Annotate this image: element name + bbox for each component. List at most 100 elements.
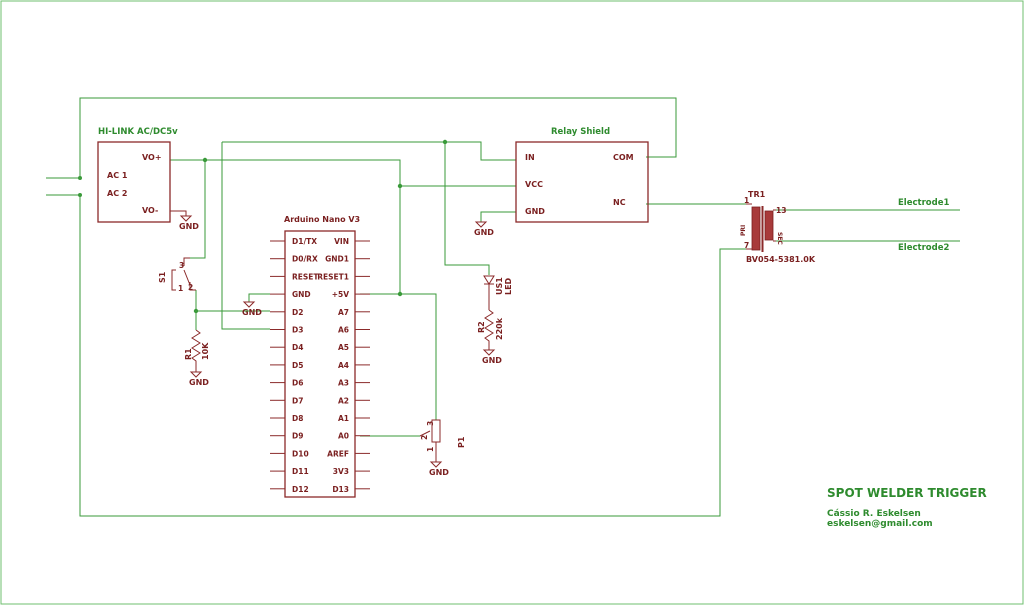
hilink-pin-vo-plus: VO+ <box>142 153 162 162</box>
tr1-part: BV054-5381.0K <box>746 255 816 264</box>
title-block-author: Cássio R. Eskelsen <box>827 509 921 519</box>
hilink-pin-ac1: AC 1 <box>107 171 128 180</box>
arduino-left-pin: D6 <box>292 379 303 388</box>
tr1-pin-1: 1 <box>744 196 749 205</box>
ground-label: GND <box>189 378 209 387</box>
arduino-left-pin: D5 <box>292 361 303 370</box>
hilink-pin-ac2: AC 2 <box>107 189 127 198</box>
arduino-nano: Arduino Nano V3 D1/TX D0/RX RESET GND D2D3D4… <box>270 215 370 498</box>
net-electrode2: Electrode2 <box>898 243 949 253</box>
relay-pin-vcc: VCC <box>525 180 543 189</box>
arduino-right-pin: VIN <box>334 237 349 246</box>
p1-pin-3: 3 <box>426 421 435 426</box>
arduino-right-pin: A1 <box>338 414 349 423</box>
arduino-right-pin: D13 <box>332 485 349 494</box>
junction-dot <box>193 308 199 314</box>
ground-icon <box>242 301 256 308</box>
relay-pin-in: IN <box>525 153 535 162</box>
ground-label: GND <box>242 308 262 317</box>
arduino-left-pin: GND <box>292 290 311 299</box>
junction-dot <box>78 193 82 197</box>
r2-value: 220k <box>495 317 504 340</box>
ground-icon <box>474 221 488 228</box>
tr1-pin-13: 13 <box>776 206 786 215</box>
relay-pin-com: COM <box>613 153 634 162</box>
arduino-right-pin: +5V <box>332 290 350 299</box>
arduino-left-pin: D11 <box>292 467 309 476</box>
arduino-left-pin: D7 <box>292 396 303 405</box>
arduino-left-pin: D4 <box>292 343 303 352</box>
switch-s1: S1 3 1 2 <box>158 257 196 293</box>
ground-icon <box>189 371 203 378</box>
junction-dot <box>442 139 448 145</box>
s1-label: S1 <box>158 271 167 283</box>
tr1-name: TR1 <box>748 190 766 199</box>
arduino-left-pin: D3 <box>292 326 303 335</box>
tr1-pri: PRI <box>740 225 747 236</box>
arduino-left-pin: D9 <box>292 432 303 441</box>
title-block-title: SPOT WELDER TRIGGER <box>827 486 987 500</box>
ground-icon <box>482 349 496 356</box>
ground-icon <box>429 461 443 468</box>
s1-pin-2: 2 <box>188 283 193 292</box>
arduino-right-pin: A2 <box>338 396 349 405</box>
s1-pin-1: 1 <box>178 284 183 293</box>
arduino-left-pin: D1/TX <box>292 237 317 246</box>
arduino-right-pin: RESET1 <box>317 272 349 281</box>
hilink-label: HI-LINK AC/DC5v <box>98 127 178 137</box>
led-type: LED <box>504 277 513 295</box>
r1-name: R1 <box>184 348 193 360</box>
p1-pin-1: 1 <box>426 447 435 452</box>
ground-icon <box>179 215 193 222</box>
arduino-right-pin: 3V3 <box>333 467 349 476</box>
arduino-right-pin: A0 <box>338 432 349 441</box>
arduino-left-pin: D10 <box>292 449 309 458</box>
arduino-right-pin: AREF <box>327 449 349 458</box>
arduino-left-pin: D8 <box>292 414 303 423</box>
arduino-left-pin: D12 <box>292 485 309 494</box>
junction-dot <box>78 176 82 180</box>
p1-pin-2: 2 <box>420 435 429 440</box>
resistor-r2: R2 220k <box>477 309 504 350</box>
led-us1: US1 LED <box>483 275 513 310</box>
title-block-email: eskelsen@gmail.com <box>827 519 933 529</box>
led-name: US1 <box>495 277 504 295</box>
transformer-tr1: TR1 1 13 7 PRI SEC BV054-5381.0K <box>740 190 816 264</box>
arduino-right-pin: A5 <box>338 343 349 352</box>
arduino-right-pin: A4 <box>338 361 349 370</box>
arduino-label: Arduino Nano V3 <box>284 215 360 224</box>
arduino-left-pin: RESET <box>292 272 319 281</box>
net-electrode1: Electrode1 <box>898 198 949 208</box>
wires <box>46 97 960 517</box>
arduino-left-pin: D0/RX <box>292 255 318 264</box>
arduino-left-pin: D2 <box>292 308 303 317</box>
junction-dot <box>397 291 403 297</box>
relay-label: Relay Shield <box>551 127 610 137</box>
r1-value: 10K <box>201 342 210 360</box>
arduino-right-pin: GND1 <box>325 255 349 264</box>
ground-label: GND <box>474 228 494 237</box>
ground-label: GND <box>179 222 199 231</box>
tr1-pin-7: 7 <box>744 241 749 250</box>
relay-pin-gnd: GND <box>525 207 545 216</box>
ground-label: GND <box>429 468 449 477</box>
arduino-right-pin: A3 <box>338 379 349 388</box>
hilink-module: HI-LINK AC/DC5v AC 1 AC 2 VO+ VO- <box>97 127 187 223</box>
tr1-sec: SEC <box>776 232 783 245</box>
relay-shield: Relay Shield IN VCC GND COM NC <box>515 127 649 223</box>
r2-name: R2 <box>477 321 486 333</box>
arduino-right-pin: A7 <box>338 308 349 317</box>
ground-symbols: GND GND GND GND GND GND <box>179 215 502 477</box>
relay-pin-nc: NC <box>613 198 626 207</box>
resistor-r1: R1 10K <box>184 329 210 372</box>
ground-label: GND <box>482 356 502 365</box>
hilink-pin-vo-minus: VO- <box>142 206 158 215</box>
p1-name: P1 <box>457 436 466 448</box>
junction-dot <box>202 157 208 163</box>
s1-pin-3: 3 <box>179 261 184 270</box>
junction-dot <box>397 183 403 189</box>
potentiometer-p1: 2 3 1 P1 <box>419 419 466 462</box>
arduino-right-pin: A6 <box>338 326 349 335</box>
